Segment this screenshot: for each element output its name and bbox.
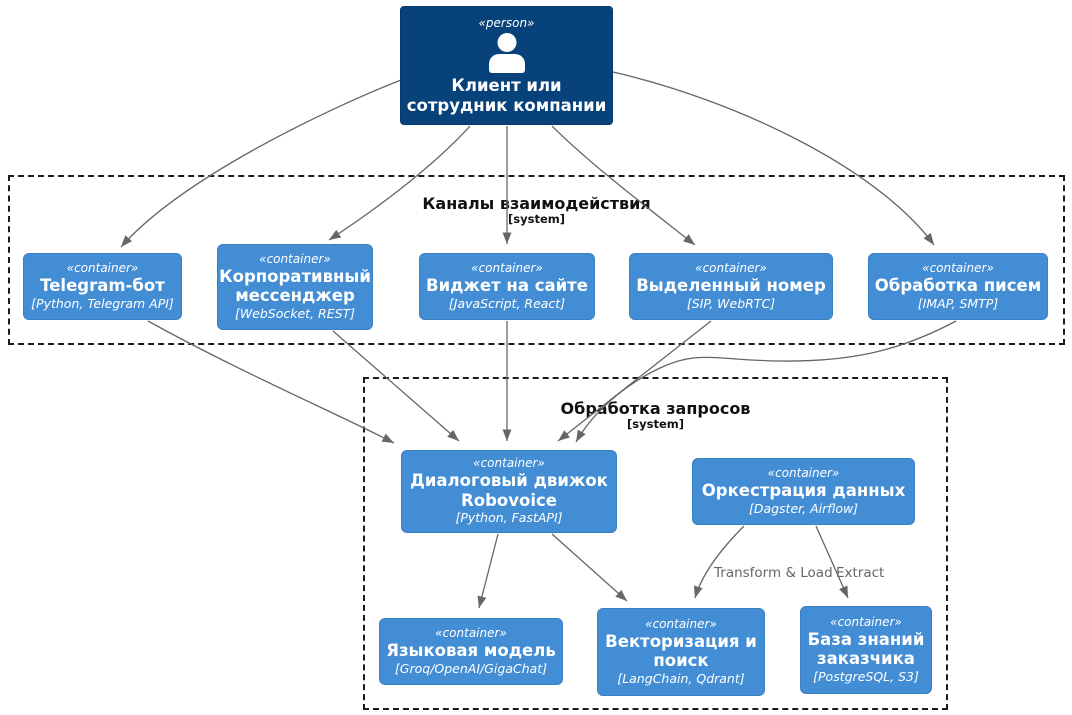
stereotype-label: «container»	[695, 261, 767, 276]
node-site-widget: «container» Виджет на сайте [JavaScript,…	[419, 253, 595, 320]
boundary-channels-subtitle: [system]	[508, 212, 565, 227]
node-telegram-bot: «container» Telegram-бот [Python, Telegr…	[23, 253, 182, 320]
stereotype-label: «container»	[471, 261, 543, 276]
node-corporate-messenger: «container» Корпоративный мессенджер [We…	[217, 244, 373, 330]
container-name-label: Векторизация и поиск	[605, 631, 757, 671]
stereotype-label: «container»	[830, 614, 902, 629]
tech-label: [JavaScript, React]	[448, 295, 566, 311]
edge-label-transform-load: Transform & Load	[714, 565, 833, 581]
container-name-label: Корпоративный мессенджер	[219, 266, 371, 306]
stereotype-label: «container»	[767, 466, 840, 481]
boundary-channels-title: Каналы взаимодействия	[422, 194, 651, 213]
container-name-label: Telegram-бот	[40, 276, 165, 296]
container-name-label: Диалоговый движок Robovoice	[410, 471, 608, 510]
tech-label: [IMAP, SMTP]	[917, 295, 999, 311]
node-dialog-engine-robovoice: «container» Диалоговый движок Robovoice …	[401, 450, 617, 533]
tech-label: [Dagster, Airflow]	[748, 500, 859, 516]
stereotype-label: «container»	[473, 456, 545, 471]
node-data-orchestration: «container» Оркестрация данных [Dagster,…	[692, 458, 915, 525]
container-name-label: База знаний заказчика	[807, 629, 925, 669]
boundary-processing-title: Обработка запросов	[560, 399, 751, 418]
boundary-processing-subtitle: [system]	[627, 417, 684, 432]
tech-label: [Python, FastAPI]	[455, 510, 563, 526]
tech-label: [LangChain, Qdrant]	[617, 670, 745, 686]
node-dedicated-number: «container» Выделенный номер [SIP, WebRT…	[629, 253, 833, 320]
tech-label: [Groq/OpenAI/GigaChat]	[394, 660, 548, 676]
node-customer-knowledge-base: «container» База знаний заказчика [Postg…	[800, 606, 932, 694]
node-vectorization-search: «container» Векторизация и поиск [LangCh…	[597, 608, 765, 696]
stereotype-label: «container»	[645, 616, 717, 631]
stereotype-label: «container»	[922, 261, 994, 276]
container-name-label: Выделенный номер	[636, 276, 826, 296]
tech-label: [Python, Telegram API]	[31, 295, 174, 311]
stereotype-label: «container»	[259, 251, 331, 266]
stereotype-label: «container»	[66, 261, 139, 276]
person-icon	[485, 33, 529, 74]
container-name-label: Виджет на сайте	[426, 276, 588, 296]
person-stereotype-label: «person»	[478, 16, 535, 31]
node-email-processing: «container» Обработка писем [IMAP, SMTP]	[868, 253, 1048, 320]
container-name-label: Обработка писем	[874, 276, 1042, 296]
tech-label: [SIP, WebRTC]	[686, 295, 776, 311]
stereotype-label: «container»	[435, 626, 507, 641]
edge-label-extract: Extract	[836, 565, 885, 581]
container-name-label: Языковая модель	[386, 641, 556, 661]
person-name-label: Клиент или сотрудник компании	[406, 76, 607, 115]
tech-label: [PostgreSQL, S3]	[813, 668, 919, 684]
node-person-client: «person» Клиент или сотрудник компании	[400, 6, 613, 125]
node-language-model: «container» Языковая модель [Groq/OpenAI…	[379, 618, 563, 685]
tech-label: [WebSocket, REST]	[234, 305, 356, 321]
container-name-label: Оркестрация данных	[701, 481, 906, 501]
